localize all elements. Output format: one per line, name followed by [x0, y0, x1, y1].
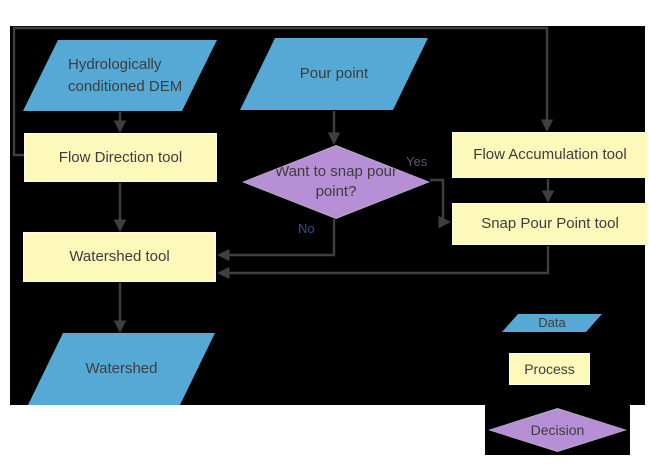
- legend-label: Process: [524, 361, 575, 377]
- legend-item-process: Process: [509, 353, 590, 385]
- node-watershed-tool: Watershed tool: [23, 232, 216, 282]
- node-label: Flow Direction tool: [58, 148, 183, 166]
- node-flow-direction-tool: Flow Direction tool: [24, 133, 217, 182]
- legend-item-data: Data: [502, 314, 602, 332]
- node-label: Hydrologically conditioned DEM: [68, 55, 183, 95]
- node-label: Want to snap pour point?: [274, 163, 397, 200]
- node-label: Watershed: [85, 360, 158, 377]
- no-branch-label: No: [298, 221, 315, 236]
- yes-branch-label: Yes: [406, 154, 428, 169]
- node-label: Snap Pour Point tool: [481, 215, 619, 232]
- legend-label: Decision: [530, 422, 585, 438]
- node-label: Pour point: [299, 65, 369, 82]
- node-hydrologically-conditioned-dem: Hydrologically conditioned DEM: [23, 40, 217, 111]
- node-label: Watershed tool: [69, 248, 170, 265]
- legend-label: Data: [538, 315, 566, 330]
- node-snap-pour-point-tool: Snap Pour Point tool: [452, 203, 648, 245]
- node-watershed-output: Watershed: [28, 333, 215, 405]
- node-pour-point: Pour point: [240, 38, 428, 110]
- node-label: Flow Accumulation tool: [473, 146, 627, 163]
- node-flow-accumulation-tool: Flow Accumulation tool: [452, 132, 648, 178]
